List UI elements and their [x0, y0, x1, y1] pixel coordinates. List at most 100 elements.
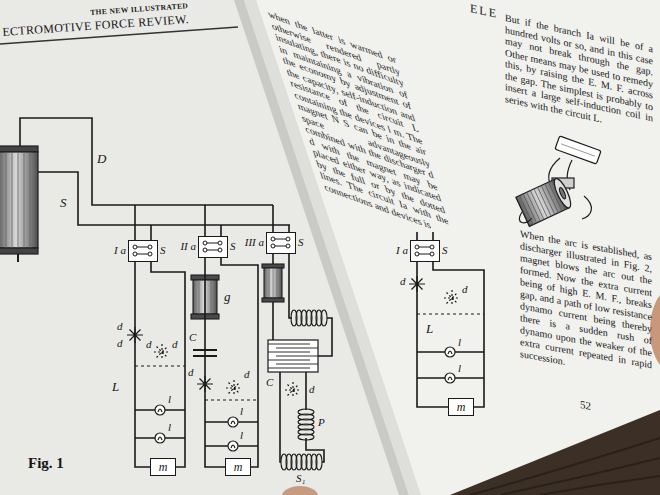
circuit-letter: L: [112, 380, 119, 395]
generator: [17, 254, 19, 262]
magnet-illustration: [561, 144, 595, 156]
switch-contacts: [271, 237, 275, 241]
switch-letter: S: [160, 244, 166, 257]
circuit-wires: [221, 258, 258, 467]
circuit-wire: [205, 258, 225, 467]
magnet-illustration: [558, 187, 567, 200]
switch-letter: S: [298, 236, 304, 249]
wire-letter: D: [97, 152, 106, 167]
condenser-symbol: [193, 340, 318, 372]
switch-label: I a: [114, 244, 126, 257]
switch-label: III a: [245, 236, 264, 249]
switch-contacts: [129, 241, 156, 260]
circuit-wires: [280, 372, 324, 462]
circuit-wires: [417, 232, 433, 240]
instrument-letter: m: [457, 400, 466, 414]
generator: [0, 248, 38, 254]
lamp-letter: l: [240, 405, 243, 418]
induction-coil: [298, 434, 314, 440]
magnet-illustration: [519, 196, 591, 223]
switch-contacts: [203, 241, 207, 245]
generator: [0, 146, 38, 262]
induction-coil: [316, 454, 322, 470]
coil-letter: P: [318, 416, 325, 429]
switch-contacts: [286, 244, 290, 248]
dynamo-machine: [262, 298, 284, 302]
lamp-symbol: [228, 417, 238, 427]
spark-gap-symbol: [444, 290, 460, 306]
spark-gap-symbol: [127, 276, 460, 398]
coil-letter: S₁: [296, 472, 305, 485]
switch-label: II a: [180, 240, 196, 253]
dashed-links: [135, 365, 185, 366]
switch-contacts: [415, 252, 419, 256]
magnet-illustration: [516, 136, 601, 226]
electrode-letter: d: [117, 337, 123, 350]
generator: [6, 152, 30, 248]
switch-contacts: [199, 237, 226, 256]
instrument-box: m: [150, 458, 176, 476]
lamp-symbol: [445, 373, 455, 383]
instrument-box: m: [225, 458, 251, 476]
spark-gap-symbol: [154, 344, 170, 360]
induction-coil: [281, 310, 327, 470]
electrode-letter: d: [462, 283, 468, 296]
machine-letter: g: [224, 290, 231, 305]
dashed-links: [417, 313, 484, 314]
switch-contacts: [203, 248, 207, 252]
body-text: When the arc is established, as discharg…: [520, 228, 652, 383]
switch-box: I aS: [410, 240, 440, 262]
lamp-letter: l: [168, 393, 171, 406]
circuit-wires: [433, 262, 484, 407]
electrode-letter: d: [400, 275, 406, 288]
lamp-symbol: [155, 433, 165, 443]
electrode-letter: d: [172, 338, 178, 351]
dynamo-machine: [269, 268, 277, 298]
circuit-wires: [20, 118, 273, 205]
dynamo-machine: [262, 264, 284, 268]
switch-label: I a: [396, 244, 408, 257]
generator: [0, 152, 38, 248]
switch-contacts: [218, 241, 222, 245]
electrode-letter: d: [146, 338, 152, 351]
switch-contacts: [218, 248, 222, 252]
switch-contacts: [411, 241, 438, 260]
instrument-box: m: [448, 398, 474, 416]
switch-box: II aS: [198, 236, 228, 258]
circuit-wires: [38, 172, 290, 225]
lamp-letter: l: [168, 421, 171, 434]
instrument-letter: m: [234, 460, 243, 474]
lamp-symbol: [228, 441, 238, 451]
switch-box: I aS: [128, 240, 158, 262]
spark-gap-symbol: [226, 380, 242, 396]
magnet-illustration: [516, 177, 574, 227]
switch-letter: S: [230, 240, 236, 253]
switch-letter: S: [442, 244, 448, 257]
electrode-letter: d: [309, 383, 315, 396]
condenser-letter: C: [266, 376, 273, 389]
lamp-symbol: [445, 347, 455, 357]
switch-contacts: [148, 252, 152, 256]
magnet-illustration: [555, 136, 601, 164]
switch-box: III aS: [266, 232, 296, 254]
switch-contacts: [286, 237, 290, 241]
condenser-symbol: [268, 340, 318, 372]
electrode-letter: d: [188, 366, 194, 379]
induction-coil: [321, 310, 327, 326]
electrode-letter: d: [244, 368, 250, 381]
spark-gap-symbol: [285, 382, 301, 398]
circuit-wire: [417, 262, 448, 407]
switch-contacts: [430, 252, 434, 256]
switch-contacts: [133, 252, 137, 256]
condenser-symbol: [268, 344, 318, 368]
dashed-links: [205, 399, 258, 400]
wire-letter: S: [60, 196, 67, 211]
generator: [0, 146, 38, 152]
circuit-wire: [135, 262, 150, 467]
hands: [282, 486, 318, 495]
figure-caption: Fig. 1: [28, 455, 64, 472]
condenser-letter: C: [189, 331, 196, 344]
magnet-illustration: [551, 177, 574, 210]
